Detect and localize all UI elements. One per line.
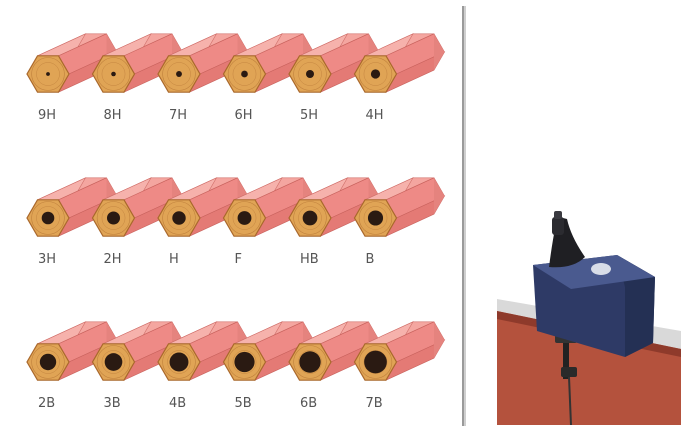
grade-label: 7H: [169, 108, 187, 123]
grade-label: 9H: [38, 108, 56, 123]
pencil-lead: [46, 72, 50, 76]
grade-label: 4H: [366, 108, 384, 123]
sharpener-picture: [497, 207, 681, 425]
grade-label: 4B: [169, 396, 186, 411]
grade-label: B: [366, 252, 375, 267]
grade-label: HB: [300, 252, 319, 267]
grade-label: H: [169, 252, 179, 267]
pencil-lead: [42, 212, 55, 225]
pencil-lead: [170, 353, 189, 372]
grade-label: 6H: [235, 108, 253, 123]
pencil-lead: [172, 211, 185, 224]
grade-label: 5H: [300, 108, 318, 123]
pencil-lead: [306, 70, 314, 78]
pencil-lead: [364, 351, 387, 374]
pencil-lead: [105, 353, 123, 371]
sharpener-body: [533, 211, 655, 357]
grade-label: 3H: [38, 252, 56, 267]
grade-label: 6B: [300, 396, 317, 411]
pencil-lead: [176, 71, 182, 77]
pencil-lead: [303, 211, 318, 226]
pencil-lead: [371, 69, 380, 78]
pencil-grades-panel: 9H 8H 7H 6H 5H 4H 3H 2H H F HB B 2B 3B 4B 5B 6B 7B: [4, 6, 464, 426]
grade-label: 7B: [366, 396, 383, 411]
pencil-sharpener-photo: [497, 207, 681, 425]
pencil-lead: [241, 71, 248, 78]
pencil-lead: [40, 354, 56, 370]
pencil-grade-illustration: 9H 8H 7H 6H 5H 4H 3H 2H H F HB B 2B 3B 4B 5B 6B 7B: [4, 6, 462, 426]
pencil-lead: [368, 210, 383, 225]
pencil-lead: [238, 211, 252, 225]
pencil-lead: [111, 72, 116, 77]
pencil-lead: [234, 352, 254, 372]
grade-label: 2H: [104, 252, 122, 267]
grade-label: F: [235, 252, 242, 267]
pencil-lead: [299, 351, 320, 372]
grade-label: 2B: [38, 396, 55, 411]
grade-label: 5B: [235, 396, 252, 411]
grade-label: 3B: [104, 396, 121, 411]
pencil-lead: [107, 211, 120, 224]
grade-label: 8H: [104, 108, 122, 123]
